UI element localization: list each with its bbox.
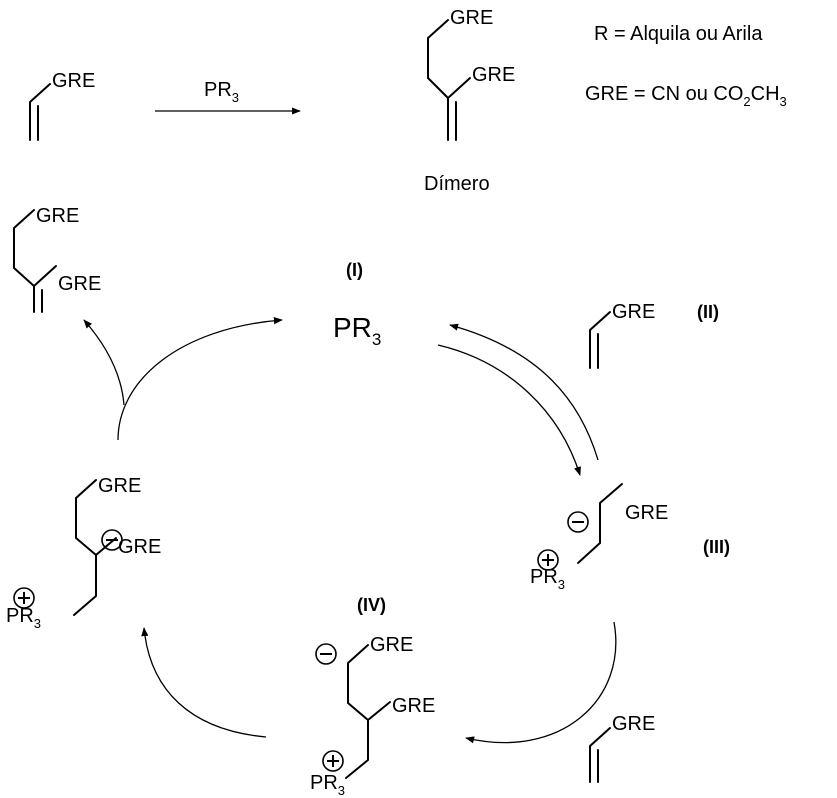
adduct-iv-pr3: PR3 <box>310 772 345 798</box>
zwitterion-left-gre-top: GRE <box>98 475 141 497</box>
plus-charge-icon <box>322 750 344 772</box>
zwitterion-left-pr3: PR3 <box>6 605 41 631</box>
adduct-iv-gre-mid: GRE <box>392 695 435 717</box>
arrow-to-dimer <box>83 319 125 406</box>
zwitterion-left: GRE GRE PR3 <box>6 475 161 631</box>
zwitterion-left-gre-mid: GRE <box>118 536 161 558</box>
reaction-arrow: PR3 <box>155 79 301 115</box>
arrow-forward-i-to-iii <box>437 344 581 476</box>
legend-gre: GRE = CN ou CO2CH3 <box>585 83 787 109</box>
minus-charge-icon <box>567 511 589 533</box>
plus-charge-icon <box>13 587 35 609</box>
released-dimer: GRE GRE <box>13 205 101 313</box>
alkene-ii: GRE <box>589 301 655 369</box>
alkene-ii-gre: GRE <box>612 301 655 323</box>
arrow-iii-to-iv <box>465 621 617 744</box>
minus-charge-icon <box>101 529 123 551</box>
adduct-iv-gre-top: GRE <box>370 634 413 656</box>
legend-r: R = Alquila ou Arila <box>594 23 763 45</box>
released-dimer-gre-top: GRE <box>36 205 79 227</box>
minus-charge-icon <box>315 643 337 665</box>
zwitterion-iii: GRE PR3 <box>530 483 668 592</box>
zwitterion-iii-pr3: PR3 <box>530 566 565 592</box>
label-i: (I) <box>346 260 363 280</box>
arrow-to-catalyst <box>117 317 283 441</box>
arrow-reverse-iii-to-i <box>449 323 599 461</box>
label-iii: (III) <box>703 537 730 557</box>
alkene-second-gre: GRE <box>612 713 655 735</box>
dimer-label: Dímero <box>424 173 490 195</box>
plus-charge-icon <box>537 549 559 571</box>
label-iv: (IV) <box>357 595 386 615</box>
arrow-iv-to-left <box>141 627 267 738</box>
zwitterion-iii-gre: GRE <box>625 502 668 524</box>
reagent-pr: PR3 <box>204 79 239 105</box>
dimer-gre-top: GRE <box>450 7 493 29</box>
dimer-product: GRE GRE <box>427 7 515 141</box>
released-dimer-gre-mid: GRE <box>58 273 101 295</box>
adduct-iv: GRE GRE PR3 <box>310 634 435 798</box>
reactant-gre: GRE <box>52 70 95 92</box>
label-ii: (II) <box>697 302 719 322</box>
alkene-second: GRE <box>589 713 655 783</box>
catalyst-pr3: PR3 <box>333 312 381 349</box>
reactant-alkene: GRE <box>29 70 95 141</box>
dimer-gre-mid: GRE <box>472 64 515 86</box>
